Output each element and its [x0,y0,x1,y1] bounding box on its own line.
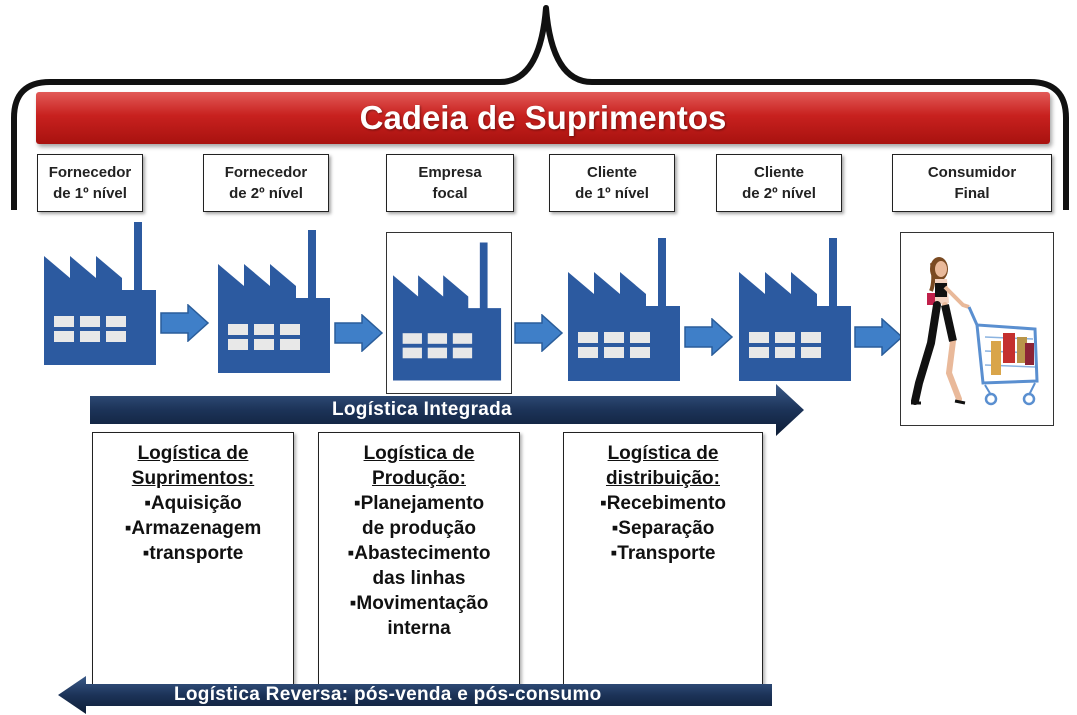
area-title-line1: Logística de [137,443,249,464]
stage-label-line2: de 1º nível [53,185,127,202]
reverse-logistics-label: Logística Reversa: pós-venda e pós-consu… [174,684,602,705]
reverse-logistics-arrow-shape [58,676,772,714]
stage-label-focal-company: Empresa focal [386,154,514,212]
area-item: ▪Recebimento [599,493,727,514]
area-item: ▪Separação [611,518,715,539]
integrated-logistics-arrow-shape [90,384,804,436]
area-item: ▪Aquisição [144,493,242,514]
area-title-line1: Logística de [607,443,719,464]
flow-arrow-icon [160,304,210,342]
factory-icon [568,238,680,381]
flow-arrow-icon [514,314,564,352]
area-item: ▪transporte [142,543,244,564]
stage-label-line2: Final [954,185,990,202]
stage-label-line1: Cliente [753,164,804,181]
stage-label-line2: de 1º nível [575,185,649,202]
factory-icon [44,222,156,365]
production-logistics-box: Logística de Produção: ▪Planejamento de … [318,432,520,686]
factory-icon [393,242,502,381]
area-item: interna [387,618,451,639]
distribution-logistics-box: Logística de distribuição: ▪Recebimento … [563,432,763,686]
area-title-line2: distribuição: [605,468,720,489]
stage-label-line1: Cliente [586,164,637,181]
area-title-line1: Logística de [363,443,475,464]
flow-arrow-icon [854,318,904,356]
stage-label-client-2: Cliente de 2º nível [716,154,842,212]
flow-arrow-icon [684,318,734,356]
supply-logistics-box: Logística de Suprimentos: ▪Aquisição ▪Ar… [92,432,294,686]
final-consumer-frame [900,232,1054,426]
supply-chain-banner: Cadeia de Suprimentos [36,92,1050,144]
stage-label-client-1: Cliente de 1º nível [549,154,675,212]
area-item: ▪Transporte [610,543,716,564]
area-title-line2: Suprimentos: [131,468,255,489]
stage-label-line2: de 2º nível [229,185,303,202]
integrated-logistics-arrow: Logística Integrada [90,382,806,438]
stage-label-supplier-1: Fornecedor de 1º nível [37,154,143,212]
stage-label-supplier-2: Fornecedor de 2º nível [203,154,329,212]
area-item: ▪Movimentação [349,593,489,614]
factory-icon [218,230,330,373]
reverse-logistics-arrow: Logística Reversa: pós-venda e pós-consu… [56,676,772,714]
factory-icon [739,238,851,381]
banner-title: Cadeia de Suprimentos [359,99,727,136]
stage-label-line1: Empresa [418,164,482,181]
integrated-logistics-label: Logística Integrada [332,399,512,420]
stage-label-final-consumer: Consumidor Final [892,154,1052,212]
area-item: ▪Abastecimento [347,543,491,564]
area-item: das linhas [372,568,466,589]
shopper-with-cart-icon [911,257,1039,406]
stage-label-line1: Consumidor [927,164,1017,181]
area-item: ▪Planejamento [353,493,485,514]
area-title-line2: Produção: [372,468,466,489]
supply-chain-brace [11,5,1069,210]
flow-arrow-icon [334,314,384,352]
area-item: de produção [361,518,476,539]
stage-label-line2: focal [432,185,468,202]
stage-label-line2: de 2º nível [742,185,816,202]
stage-label-line1: Fornecedor [48,164,132,181]
area-item: ▪Armazenagem [124,518,262,539]
stage-label-line1: Fornecedor [224,164,308,181]
